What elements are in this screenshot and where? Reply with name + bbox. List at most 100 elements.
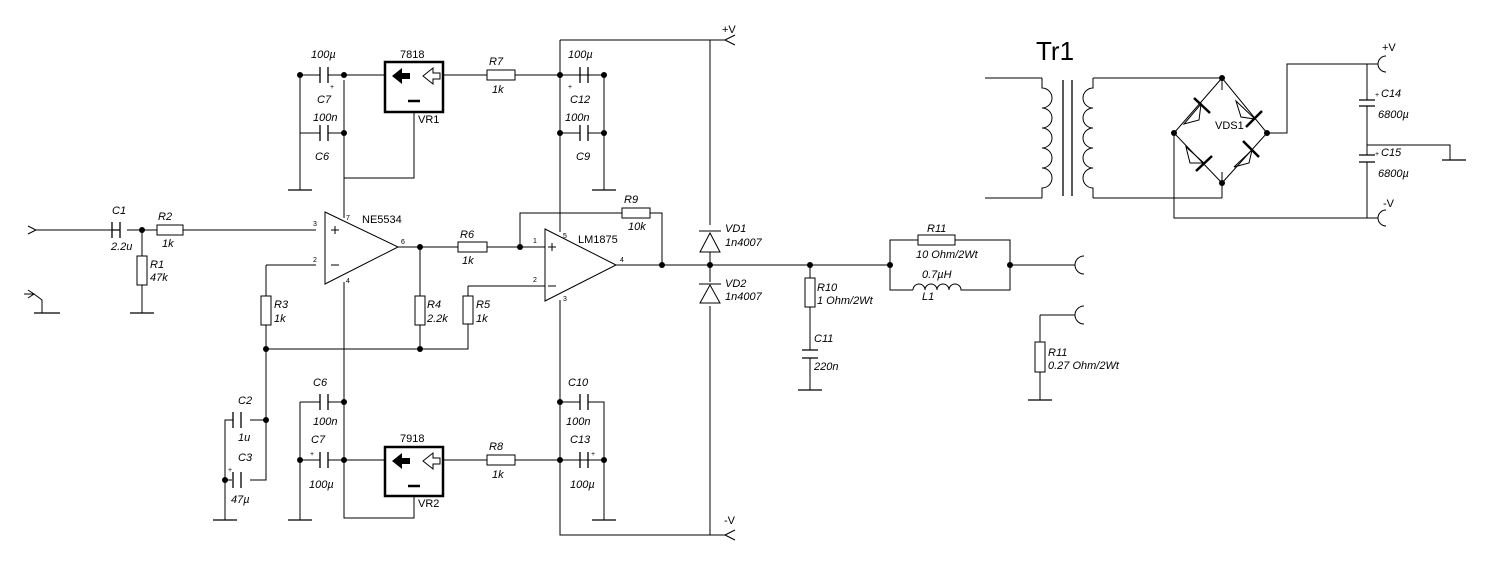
c11-ref: C11 [814,333,833,345]
c3-value: 47µ [231,494,250,506]
r2-value: 1k [162,238,174,250]
c13-ref: C13 [570,434,591,446]
bridge-rectifier: VDS1 [1173,77,1268,184]
r11b-ref: R11 [1048,347,1067,359]
r4-ref: R4 [427,299,441,311]
c7-top-ref: C7 [317,94,332,106]
opamp1-label: NE5534 [362,214,402,226]
vd1-value: 1n4007 [725,237,763,249]
c9-value: 100n [565,112,589,124]
r5-ref: R5 [476,299,491,311]
rail-neg-label: -V [724,515,736,527]
r11b-value: 0.27 Ohm/2Wt [1048,360,1120,372]
terminal-connectors [724,34,1387,541]
c1-ref: C1 [112,205,126,217]
c6-bot-ref: C6 [313,377,328,389]
r4-value: 2.2k [426,313,448,325]
c13-value: 100µ [570,479,595,491]
svg-text:4: 4 [620,257,624,264]
svg-text:+: + [228,467,232,474]
vr2-ref: VR2 [418,498,439,510]
svg-text:4: 4 [346,278,350,285]
r1-value: 47k [150,272,168,284]
opamp-lm1875: 1 2 4 5 3 LM1875 [530,228,624,303]
bridge-label: VDS1 [1215,120,1244,132]
c7-bot-ref: C7 [311,434,326,446]
c7-bot-value: 100µ [309,479,334,491]
r3-value: 1k [274,313,286,325]
regulator-vr2: 7918 VR2 [383,433,445,510]
r7-ref: R7 [489,56,504,68]
inductor-l1 [912,283,966,291]
svg-text:6: 6 [401,239,405,246]
diode-symbols [699,230,721,304]
r2-ref: R2 [158,211,172,223]
vr2-part: 7918 [400,433,424,445]
vd2-ref: VD2 [725,278,746,290]
r6-value: 1k [462,255,474,267]
r9-value: 10k [628,221,646,233]
svg-text:7: 7 [346,215,350,222]
junctions [139,72,1270,483]
transformer-tr1: Tr1 [1036,36,1094,198]
svg-text:+: + [1375,92,1379,99]
svg-text:+: + [1375,151,1379,158]
svg-text:5: 5 [563,233,567,240]
svg-text:3: 3 [563,296,567,303]
c12-ref: C12 [570,94,590,106]
c1-value: 2.2u [110,241,132,253]
psu-neg-label: -V [1383,198,1395,210]
capacitor-symbols [111,67,1375,488]
svg-text:1: 1 [533,238,537,245]
r9-ref: R9 [624,194,638,206]
r11-ref: R11 [927,223,946,235]
resistor-symbols [136,69,1046,466]
opamp-ne5534: 3 2 6 7 4 NE5534 [313,211,405,285]
c6-bot-value: 100n [313,416,337,428]
ground-symbols [34,159,1466,521]
vr1-part: 7818 [400,49,424,61]
svg-text:2: 2 [313,257,317,264]
r11-value: 10 Ohm/2Wt [916,249,979,261]
component-labels: C1 2.2u R2 1k R1 47k R3 1k R4 2.2k R5 1k… [110,24,1409,527]
r1-ref: R1 [150,259,164,271]
c2-value: 1u [238,432,250,444]
rail-pos-label: +V [722,24,736,36]
c15-value: 6800µ [1378,168,1409,180]
vd2-value: 1n4007 [725,291,763,303]
r8-value: 1k [492,469,504,481]
psu-pos-label: +V [1382,42,1396,54]
r8-ref: R8 [489,441,504,453]
r5-value: 1k [476,313,488,325]
vr1-ref: VR1 [418,114,439,126]
r10-ref: R10 [817,282,838,294]
c14-value: 6800µ [1378,109,1409,121]
c6-top-value: 100n [313,112,337,124]
l1-ref: L1 [922,291,934,303]
svg-text:2: 2 [533,277,537,284]
r3-ref: R3 [274,299,289,311]
c14-ref: C14 [1381,88,1401,100]
c2-ref: C2 [238,395,252,407]
svg-text:+: + [330,84,334,91]
c6-top-ref: C6 [315,151,330,163]
c9-ref: C9 [576,151,590,163]
c11-value: 220n [813,361,838,373]
c10-ref: C10 [568,377,589,389]
regulator-vr1: 7818 VR1 [383,49,445,126]
svg-text:+: + [568,84,572,91]
r6-ref: R6 [460,229,475,241]
r10-value: 1 Ohm/2Wt [817,295,874,307]
c3-ref: C3 [238,452,253,464]
c7-top-value: 100µ [311,49,336,61]
svg-text:+: + [310,451,314,458]
c10-value: 100n [566,416,590,428]
opamp2-label: LM1875 [578,234,618,246]
vd1-ref: VD1 [725,223,746,235]
svg-text:3: 3 [313,221,317,228]
c12-value: 100µ [568,49,593,61]
svg-text:+: + [591,451,595,458]
c15-ref: C15 [1381,147,1402,159]
transformer-label: Tr1 [1036,36,1074,66]
